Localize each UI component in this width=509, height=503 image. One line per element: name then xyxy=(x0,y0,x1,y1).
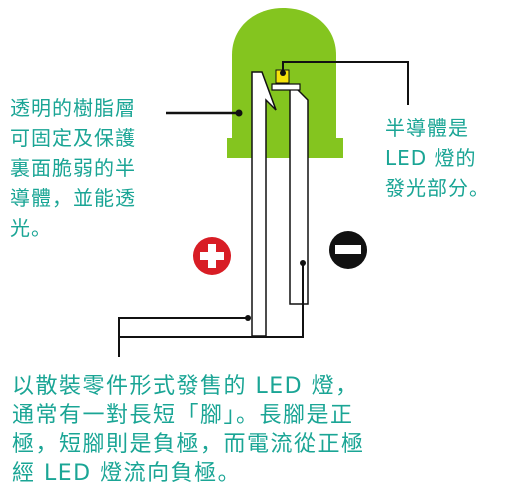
led-base-rim xyxy=(227,138,343,158)
pointer-chip-dot xyxy=(280,70,286,76)
pointer-short-leg xyxy=(119,263,304,338)
pointer-resin-dot xyxy=(235,109,243,117)
legs-description: 以散裝零件形式發售的 LED 燈， 通常有一對長短「腳」。長腳是正 極，短腳則是… xyxy=(12,374,365,486)
minus-circle-icon xyxy=(329,231,367,269)
plus-circle-icon xyxy=(193,237,231,275)
short-leg xyxy=(289,85,309,305)
pointer-chip xyxy=(282,61,409,105)
semiconductor-description: 半導體是 LED 燈的 發光部分。 xyxy=(385,116,490,200)
chip-platform xyxy=(271,83,301,91)
resin-description: 透明的樹脂層 可固定及保護 裏面脆弱的半 導體，並能透 光。 xyxy=(10,96,136,240)
pointer-legs xyxy=(118,317,248,357)
pointer-short-leg-dot xyxy=(300,260,306,266)
pointer-long-leg-dot xyxy=(245,315,251,321)
